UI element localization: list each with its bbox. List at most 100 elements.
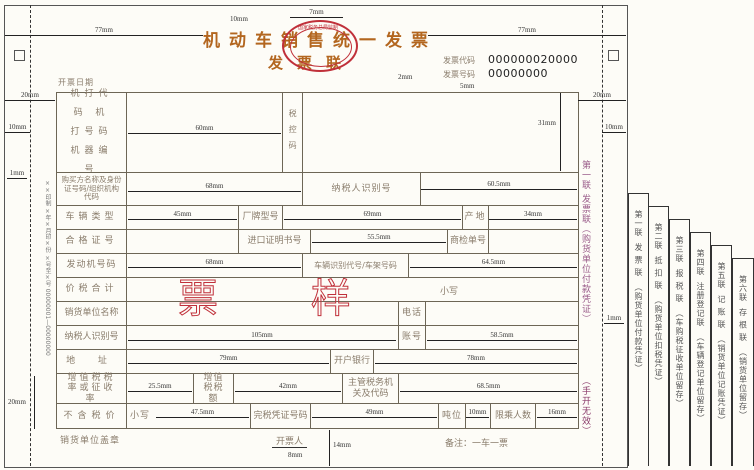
dim-tin-w: 60.5mm — [421, 180, 577, 190]
dim-pass-w: 16mm — [537, 408, 577, 418]
dim-engine-w: 68mm — [128, 258, 301, 268]
dim-seller-tin-w: 105mm — [128, 331, 396, 341]
copy-tab: 第二联抵 扣 联 （购货单位扣税凭证） — [648, 206, 669, 466]
label-seller-name: 销货单位名称 — [56, 301, 127, 326]
dim-price-w: 47.5mm — [156, 408, 249, 418]
label-import-cert: 进口证明书号 — [238, 229, 311, 254]
copy-tab-label: 第四联 — [696, 249, 705, 276]
dim-left1: 1mm — [7, 169, 27, 179]
label-passengers: 限乘人数 — [490, 403, 536, 429]
issue-date-label: 开票日期 — [58, 78, 94, 87]
copy-tab-kind: 发 票 联 — [634, 243, 643, 278]
label-vat-rate: 增值税税率或征收率 — [56, 373, 127, 404]
dim-auth-w: 68.5mm — [400, 382, 577, 392]
dim-addr-w: 79mm — [128, 354, 329, 364]
dim-right1: 1mm — [604, 314, 624, 324]
dim-brand-w: 69mm — [284, 210, 461, 220]
copy-tab-text: 第二联抵 扣 联 （购货单位扣税凭证） — [653, 223, 664, 466]
left-cut-line — [30, 5, 31, 466]
dim-gap5: 5mm — [460, 82, 475, 90]
tax-control-value — [302, 92, 579, 173]
passengers-value — [535, 403, 579, 429]
copy-tab-kind: 报 税 联 — [675, 269, 684, 304]
dim-issuer-h: 8mm — [288, 451, 303, 459]
label-tax-control: 税控码 — [282, 92, 303, 173]
watermark: 票 样 — [178, 276, 391, 322]
label-tax-authority: 主管税务机关及代码 — [342, 373, 399, 404]
copy-tab-purpose: （购货单位扣税凭证） — [654, 296, 663, 387]
certificate-no-value — [126, 229, 239, 254]
label-lowercase: 小写 — [440, 287, 459, 297]
label-lowercase-2: 小写 — [130, 410, 151, 421]
dim-title-h: 10mm — [230, 15, 248, 23]
phone-value — [425, 301, 579, 326]
dim-bottom20-line — [34, 376, 35, 429]
dim-top-left: 77mm — [5, 26, 203, 36]
label-remark: 备注：一车一票 — [445, 439, 509, 449]
copy-tab-text: 第一联发 票 联 （购货单位付款凭证） — [633, 210, 644, 466]
copy-tab-kind: 记 账 联 — [717, 295, 726, 330]
copy-tab-label: 第一联 — [634, 210, 643, 237]
label-vin: 车辆识别代号/车架号码 — [302, 253, 409, 278]
invoice-code: 000000020000 — [488, 53, 578, 66]
copy-tab-text: 第三联报 税 联 （车购税征收单位留存） — [674, 236, 685, 466]
copy-tab-text: 第五联记 账 联（销货单位记账凭证） — [716, 262, 727, 466]
label-buyer: 购买方名称及身份证号码/组织机构代码 — [56, 172, 127, 206]
invoice-number: 00000000 — [488, 67, 548, 80]
label-vehicle-type: 车辆类型 — [56, 205, 127, 230]
label-seller-seal: 销货单位盖章 — [60, 436, 121, 446]
label-tonnage: 吨位 — [438, 403, 466, 429]
label-bank: 开户银行 — [330, 349, 374, 374]
inspection-no-value — [488, 229, 579, 254]
copy-tab-kind: 存 根 联 — [738, 308, 748, 343]
copy-tab-label: 第二联 — [654, 223, 663, 250]
dim-type-w: 45mm — [128, 210, 237, 220]
copy-tab: 第五联记 账 联（销货单位记账凭证） — [711, 245, 732, 466]
dim-vat-w: 42mm — [235, 382, 341, 392]
copy-tab-purpose: （购货单位付款凭证） — [634, 283, 643, 374]
copy-tab-purpose: （车购税征收单位留存） — [675, 309, 684, 409]
label-inspection-no: 商检单号 — [447, 229, 489, 254]
dim-gap2: 2mm — [398, 73, 413, 81]
label-machine-codes: 机打代码 机打号码 机器编号 — [56, 89, 127, 175]
copy-tab-text: 第四联注册登记联 （车辆登记单位留存） — [695, 249, 706, 466]
copy-tab-purpose: （销货单位记账凭证） — [717, 335, 726, 426]
label-seller-taxpayer-id: 纳税人识别号 — [56, 325, 127, 350]
copy-tab-purpose: （销货单位留存） — [738, 348, 748, 421]
copy-tab-label: 第六联 — [738, 275, 748, 302]
copy-tab: 第三联报 税 联 （车购税征收单位留存） — [669, 219, 690, 466]
label-taxpayer-id: 纳税人识别号 — [302, 172, 421, 206]
invoice-code-label: 发票代码 — [443, 56, 475, 65]
right-checkbox — [608, 50, 619, 61]
dim-left10: 10mm — [5, 123, 30, 133]
label-account: 账号 — [398, 325, 426, 350]
dim-cert-w: 49mm — [312, 408, 437, 418]
copy-tab: 第一联发 票 联 （购货单位付款凭证） — [628, 193, 649, 466]
copy-tab-kind: 注册登记联 — [696, 282, 705, 327]
tax-stamp: 国家税务总局监制 — [282, 20, 358, 72]
label-engine-no: 发动机号码 — [56, 253, 127, 278]
copy-tab-purpose: （车辆登记单位留存） — [696, 333, 705, 423]
left-checkbox — [14, 50, 25, 61]
dim-left20: 20mm — [5, 91, 55, 101]
stamp-text: 国家税务总局监制 — [298, 25, 339, 31]
dim-bank-w: 78mm — [375, 354, 577, 364]
copy-tab: 第六联存 根 联 （销货单位留存） — [732, 258, 754, 466]
label-origin: 产地 — [462, 205, 489, 230]
label-total: 价税合计 — [56, 277, 127, 302]
dim-top-right: 77mm — [428, 26, 626, 36]
label-brand-model: 厂牌型号 — [238, 205, 283, 230]
copy-tab-kind: 抵 扣 联 — [654, 256, 663, 291]
label-tax-paid-cert: 完税凭证号码 — [250, 403, 311, 429]
stamp-inner — [290, 27, 352, 67]
copy-tab-label: 第三联 — [675, 236, 684, 263]
dim-import-w: 55.5mm — [312, 233, 446, 243]
dim-stamp-w: 7mm — [290, 8, 343, 18]
dim-origin-w: 34mm — [489, 210, 577, 220]
dim-account-w: 58.5mm — [427, 331, 577, 341]
dim-foot-h-line — [329, 430, 330, 466]
copy-tab: 第四联注册登记联 （车辆登记单位留存） — [690, 232, 711, 466]
dim-ton-w: 10mm — [466, 408, 489, 418]
handwritten-invalid: （手开无效） — [580, 376, 590, 436]
